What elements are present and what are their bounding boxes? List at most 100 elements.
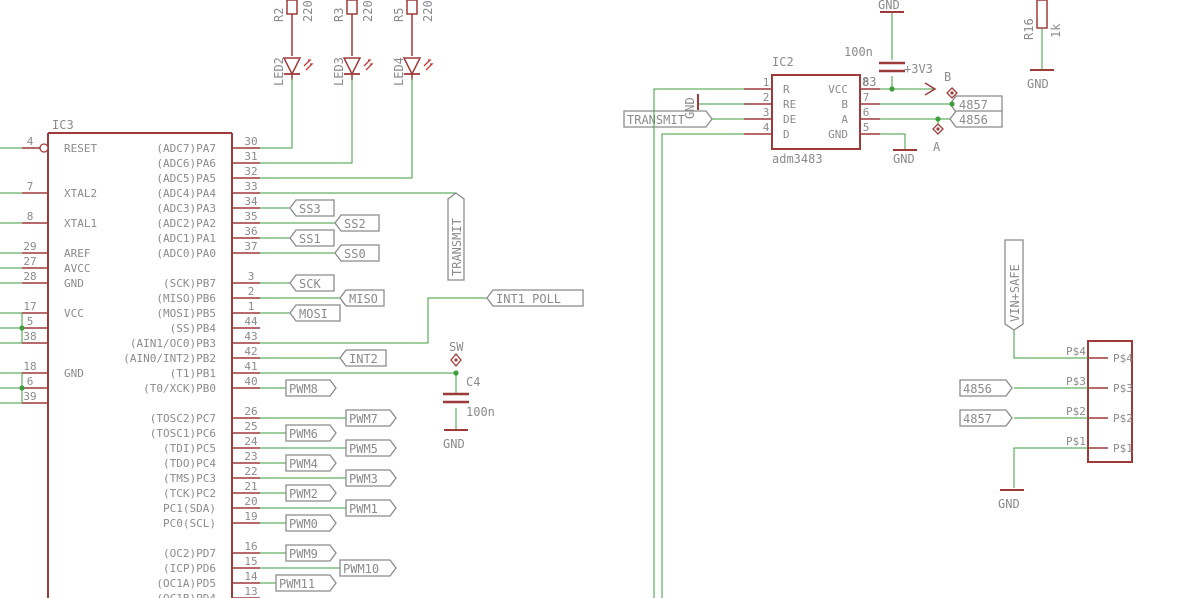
ic3-right-pin-name: (TCK)PC2 [163, 487, 216, 500]
net-label-mosi: MOSI [299, 307, 328, 321]
resistor-label: R2 [272, 8, 286, 22]
ic3-right-pin-name: (AIN1/OC0)PB3 [130, 337, 216, 350]
ic3-left-pin-name: AREF [64, 247, 91, 260]
ic2-left-pin-number: 1 [763, 76, 770, 89]
ic2-right-pin-number: 8 [863, 76, 870, 89]
ic3-right-pin-name: (MOSI)PB5 [156, 307, 216, 320]
ic3-right-pin-name: (OC1A)PD5 [156, 577, 216, 590]
ic2-right-pin-number: 7 [863, 91, 870, 104]
ic3-left-pin-number: 17 [23, 300, 36, 313]
connector-pin-name: P$3 [1066, 375, 1086, 388]
ic3-right-pin-name: (ADC5)PA5 [156, 172, 216, 185]
ic3-left-pin-number: 6 [27, 375, 34, 388]
ic2-left-pin-name: DE [783, 113, 796, 126]
connector-pin-name: P$4 [1066, 345, 1086, 358]
connector-pin-name: P$2 [1066, 405, 1086, 418]
ic3-right-pin-number: 42 [244, 345, 257, 358]
c4-label: C4 [466, 375, 480, 389]
ic3-left-pin-name: XTAL2 [64, 187, 97, 200]
ic3-right-pin-name: PC1(SDA) [163, 502, 216, 515]
ic3-right-pin-name: (ADC4)PA4 [156, 187, 216, 200]
ic3-right-pin-number: 36 [244, 225, 257, 238]
ic2-left-pin-number: 3 [763, 106, 770, 119]
ic3-left-pin-number: 4 [27, 135, 34, 148]
ic3-right-pin-number: 40 [244, 375, 257, 388]
net-label-transmit-vertical: TRANSMIT [450, 218, 464, 276]
ic2-supply: +3V3 [904, 62, 933, 76]
ic3-right-pin-number: 35 [244, 210, 257, 223]
net-label-transmit_h: TRANSMIT [627, 113, 685, 127]
connector-pin-name: P$1 [1066, 435, 1086, 448]
r16-name: R16 [1022, 18, 1036, 40]
net-label-ss2: SS2 [344, 217, 366, 231]
ic3-right-pin-name: (T0/XCK)PB0 [143, 382, 216, 395]
ic2-cap-value: 100n [844, 45, 873, 59]
sw-label: SW [449, 340, 464, 354]
ic3-right-pin-name: (T1)PB1 [170, 367, 216, 380]
led-label: LED2 [272, 57, 286, 86]
net-label-int1_poll: INT1_POLL [496, 292, 561, 306]
net-label-pwm11: PWM11 [279, 577, 315, 591]
ic2-gnd-left: GND [683, 97, 697, 119]
net-label-pwm4: PWM4 [289, 457, 318, 471]
net-label-pwm9: PWM9 [289, 547, 318, 561]
net-label-pwm1: PWM1 [349, 502, 378, 516]
ic2-left-pin-number: 2 [763, 91, 770, 104]
ic3-left-pin-number: 28 [23, 270, 36, 283]
ic3-right-pins: 30(ADC7)PA731(ADC6)PA632(ADC5)PA533(ADC4… [123, 135, 260, 598]
net-label-vin-safe: VIN+SAFE [1008, 264, 1022, 322]
ic2-gnd-right: GND [893, 152, 915, 166]
connector-pad-label: P$1 [1113, 442, 1133, 455]
ic3-right-pin-name: (TDO)PC4 [163, 457, 216, 470]
ic3-left-pin-number: 5 [27, 315, 34, 328]
ic3-right-pin-name: (TOSC2)PC7 [150, 412, 216, 425]
ic2-right-pin-number: 5 [863, 121, 870, 134]
net-label-miso: MISO [349, 292, 378, 306]
ic2-top-gnd: GND [878, 0, 900, 12]
net-label-flags: SS3SS2SS1SS0SCKMISOMOSIINT2INT1_POLLPWM8… [275, 95, 1024, 592]
ic3-right-pin-name: (SCK)PB7 [163, 277, 216, 290]
net-label-pwm6: PWM6 [289, 427, 318, 441]
ic3-right-pin-number: 43 [244, 330, 257, 343]
ic2-left-pin-name: D [783, 128, 790, 141]
connector-gnd: GND [998, 497, 1020, 511]
net-label-pwm3: PWM3 [349, 472, 378, 486]
net-label-pwm7: PWM7 [349, 412, 378, 426]
ic3-right-pin-number: 3 [248, 270, 255, 283]
ic2-right-pin-number: 6 [863, 106, 870, 119]
ic2-cap-id: 83 [862, 75, 876, 89]
ic2-part: adm3483 [772, 152, 823, 166]
ic3-right-pin-name: (ADC1)PA1 [156, 232, 216, 245]
ic2-left-pin-name: RE [783, 98, 796, 111]
net-label-pwm0: PWM0 [289, 517, 318, 531]
ic3-right-pin-name: (TOSC1)PC6 [150, 427, 216, 440]
net-label-pwm8: PWM8 [289, 382, 318, 396]
ic3-right-pin-name: (SS)PB4 [170, 322, 217, 335]
net-label-n4857a: 4857 [959, 98, 988, 112]
ic3-component: IC3 4RESET7XTAL28XTAL129AREF27AVCC28GND1… [0, 118, 260, 598]
ic3-left-pin-name: GND [64, 367, 84, 380]
ic3-right-pin-number: 13 [244, 585, 257, 598]
ic3-right-pin-number: 23 [244, 450, 257, 463]
net-label-ss0: SS0 [344, 247, 366, 261]
ic3-left-pin-name: XTAL1 [64, 217, 97, 230]
ic3-right-pin-name: (OC1B)PD4 [156, 592, 216, 598]
ic3-net-wires [260, 78, 487, 584]
c4-value: 100n [466, 405, 495, 419]
ic3-left-pin-name: AVCC [64, 262, 91, 275]
connector-pad-label: P$3 [1113, 382, 1133, 395]
probe-b-label: B [944, 70, 951, 84]
r16-gnd: GND [1027, 77, 1049, 91]
led-label: LED4 [392, 57, 406, 86]
ic3-right-pin-name: (ADC7)PA7 [156, 142, 216, 155]
ic3-right-pin-number: 44 [244, 315, 258, 328]
connector-pad-label: P$4 [1113, 352, 1133, 365]
ic3-left-pin-number: 39 [23, 390, 36, 403]
net-label-pwm2: PWM2 [289, 487, 318, 501]
ic2-right-pin-name: VCC [828, 83, 848, 96]
r16-value: 1k [1049, 23, 1063, 38]
ic3-right-pin-number: 25 [244, 420, 257, 433]
ic3-right-pin-name: (ADC3)PA3 [156, 202, 216, 215]
connector-pins: P$4P$4P$3P$3P$2P$2P$1P$1 [1066, 345, 1133, 455]
